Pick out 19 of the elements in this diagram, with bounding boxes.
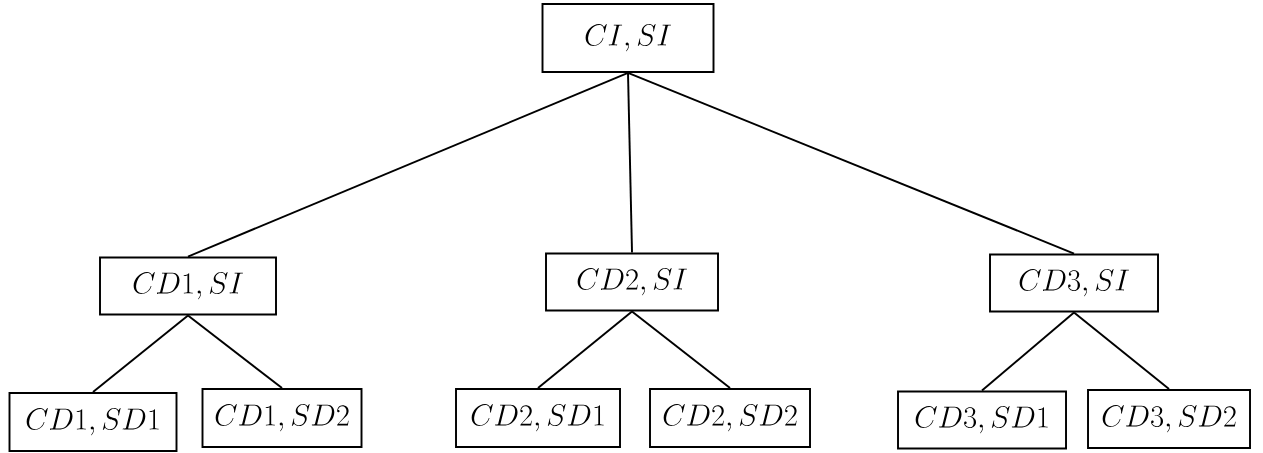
tree-box: $CD3, SD2$ — [1087, 389, 1251, 449]
tree-box: $CD2, SD1$ — [455, 388, 621, 448]
tree-box: $CD1, SD2$ — [201, 388, 363, 448]
connector-line — [1073, 311, 1170, 390]
connector-line — [981, 311, 1075, 392]
tree-box: $CD1, SI$ — [99, 256, 277, 316]
tree-box: $CD2, SI$ — [545, 252, 719, 312]
connector-line — [92, 314, 189, 393]
connector-line — [627, 72, 633, 254]
tree-box: $CI, SI$ — [541, 3, 715, 73]
connector-line — [537, 310, 633, 389]
tree-box: $CD1, SD1$ — [8, 392, 178, 452]
connector-line — [187, 314, 283, 389]
tree-box: $CD3, SD1$ — [897, 390, 1067, 450]
connector-line — [187, 72, 629, 258]
connector-line — [631, 310, 731, 389]
connector-line — [627, 72, 1075, 255]
tree-box: $CD2, SD2$ — [649, 388, 811, 448]
tree-box: $CD3, SI$ — [989, 253, 1159, 313]
